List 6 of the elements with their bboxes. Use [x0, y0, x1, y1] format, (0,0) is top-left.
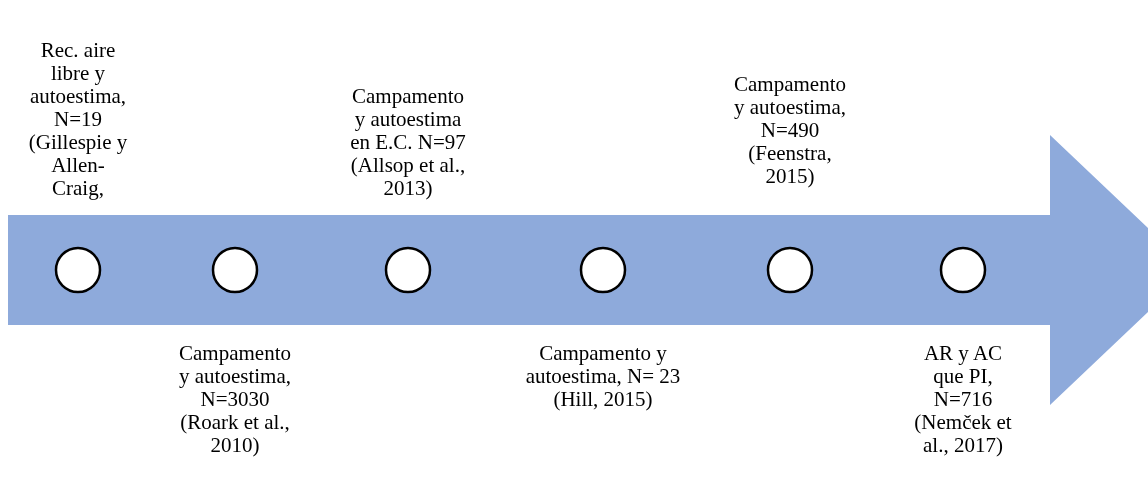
event-description: AR y AC que PI, N=716 (Nemček et al., 2017)	[913, 342, 1013, 457]
event-description: Campamento y autoestima, N=3030 (Roark et al., 2010)	[178, 342, 292, 457]
event-description: Campamento y autoestima, N=490 (Feenstra, 2015)	[733, 73, 847, 188]
event-description: Rec. aire libre y autoestima, N=19 (Gillespie y Allen-Craig,	[27, 39, 129, 200]
event-description: Campamento y autoestima, N= 23 (Hill, 2015)	[524, 342, 682, 411]
event-description: Campamento y autoestima en E.C. N=97 (Allsop et al., 2013)	[349, 85, 467, 200]
